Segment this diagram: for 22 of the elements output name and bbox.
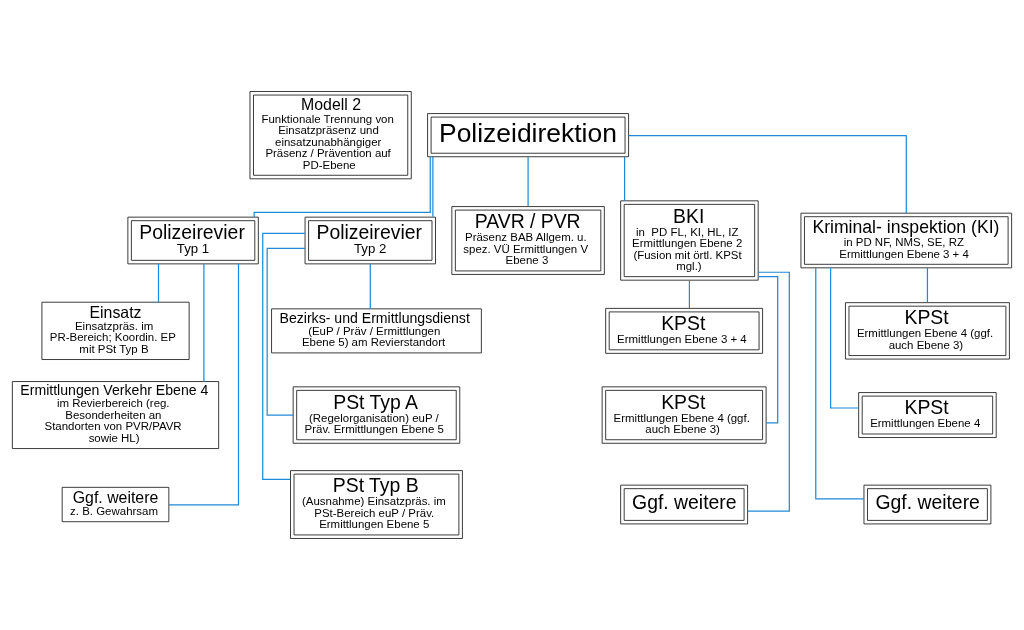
connector — [253, 156, 431, 218]
node-box: Einsatz Einsatzpräs. im PR-Bereich; Koordin. EP mit PSt Typ B — [41, 301, 190, 360]
connector — [369, 263, 371, 310]
node-box: Ermittlungen Verkehr Ebene 4 im Revierbereich (reg. Besonderheiten an Standorten von PVR/PAVR sowie HL) — [11, 381, 220, 449]
connector — [830, 267, 860, 409]
connector — [747, 271, 790, 512]
connector — [628, 135, 907, 214]
connector — [203, 263, 205, 383]
node-box: Kriminal- inspektion (KI) in PD NF, NMS, SE, RZ Ermittlungen Ebene 3 + 4 — [800, 212, 1013, 269]
node-box: Ggf. weitere — [863, 484, 992, 525]
connector — [688, 279, 691, 309]
connector — [432, 156, 434, 218]
connector — [926, 267, 929, 303]
connector — [624, 156, 626, 202]
connector — [168, 263, 240, 506]
connector — [815, 267, 865, 500]
connector — [262, 232, 306, 481]
connector — [266, 247, 306, 416]
connector — [157, 263, 160, 303]
connector — [527, 156, 529, 207]
node-box: Bezirks- und Ermittlungsdienst (EuP / Präv / Ermittlungen Ebene 5) am Revierstandort — [271, 308, 482, 354]
node-box: Ggf. weitere z. B. Gewahrsam — [61, 486, 170, 523]
